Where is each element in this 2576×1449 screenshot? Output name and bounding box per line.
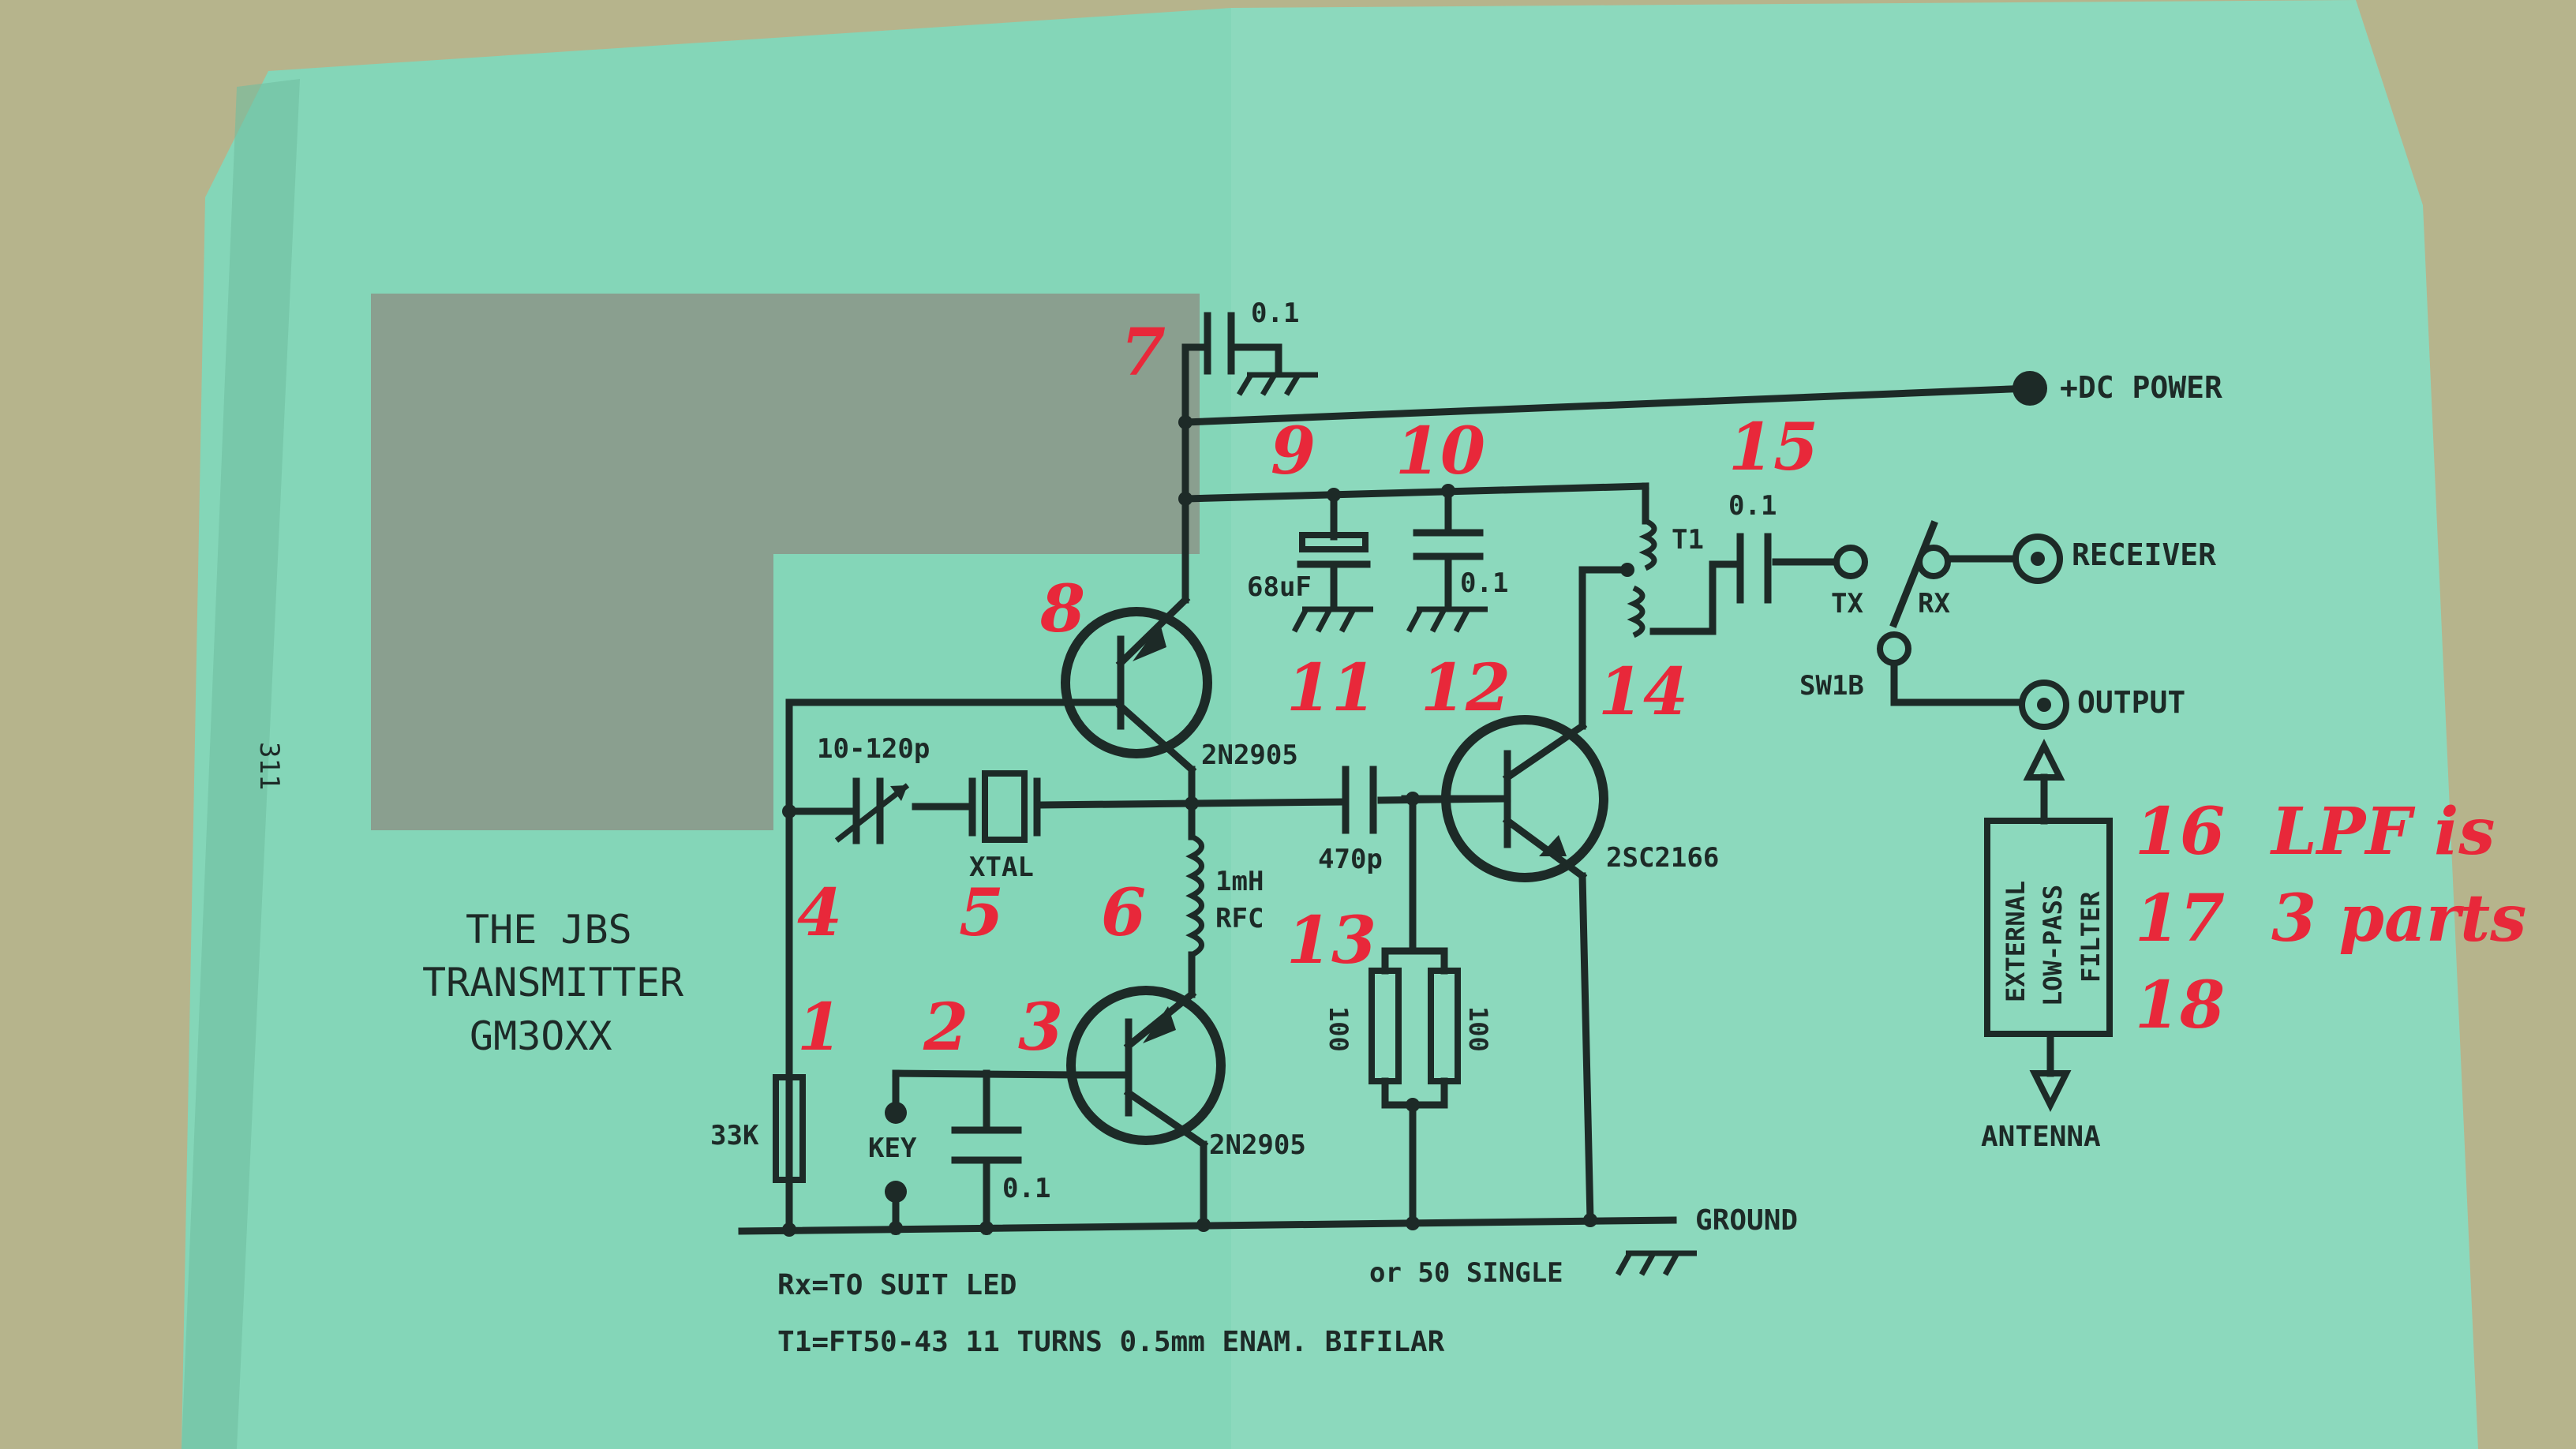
annotation-4: 4: [797, 875, 842, 951]
annotation-15: 15: [1728, 410, 1818, 485]
output-connector-pin: [2037, 698, 2051, 712]
annotation-3: 3: [1018, 990, 1063, 1065]
annotation-5: 5: [959, 875, 1004, 951]
lpf-arrow-up: [2023, 739, 2065, 781]
title-line-2: TRANSMITTER: [422, 960, 684, 1005]
lpf-arrow-down: [2029, 1070, 2072, 1112]
tx-terminal: [1833, 545, 1868, 579]
r-33k-label: 33K: [710, 1120, 759, 1151]
r-100a-label: 100: [1324, 1006, 1354, 1052]
rfc-label-1: 1mH: [1215, 866, 1264, 897]
c-470-label: 470p: [1318, 844, 1383, 875]
annotation-lpf-1: LPF is: [2270, 794, 2495, 870]
capacitor-68uf: [1291, 491, 1373, 633]
annotation-2: 2: [923, 990, 968, 1065]
lpf-line-2: LOW-PASS: [2038, 885, 2068, 1006]
dc-power-terminal: [2012, 371, 2047, 406]
redaction-box: [371, 294, 773, 830]
transistor-top: [1061, 594, 1212, 775]
annotation-14: 14: [1598, 654, 1688, 730]
title-line-1: THE JBS: [466, 907, 632, 953]
capacitor-top: [1181, 312, 1318, 396]
q-right-label: 2SC2166: [1606, 842, 1719, 874]
capacitor-15: [1736, 533, 1772, 604]
annotation-16: 16: [2135, 794, 2225, 870]
resistor-100a: [1368, 968, 1402, 1084]
resistor-100b: [1428, 968, 1461, 1084]
c-top-label: 0.1: [1251, 298, 1299, 329]
annotation-17: 17: [2135, 881, 2225, 957]
page-shadow: [182, 79, 300, 1449]
receiver-connector-pin: [2031, 552, 2045, 566]
annotation-6: 6: [1101, 875, 1146, 951]
transistor-right: [1440, 715, 1608, 882]
lpf-box: [1984, 818, 2113, 1037]
rx-label: RX: [1918, 588, 1950, 620]
rfc-label-2: RFC: [1215, 903, 1264, 934]
transistor-bottom: [1066, 986, 1226, 1150]
redaction-box-top: [773, 294, 1200, 554]
r-100b-label: 100: [1463, 1006, 1493, 1052]
key-terminal-top: [885, 1102, 907, 1124]
annotation-13: 13: [1286, 903, 1376, 979]
key-terminal-bottom: [885, 1181, 907, 1203]
output-label: OUTPUT: [2077, 685, 2185, 720]
dc-power-label: +DC POWER: [2060, 370, 2222, 405]
transformer-t1: [1627, 518, 1657, 638]
lpf-line-1: EXTERNAL: [2001, 881, 2031, 1002]
note-rx: Rx=TO SUIT LED: [777, 1269, 1017, 1301]
red-annotations: 1 2 3 4 5 6 7 8 9 10 11 12 13 14 15 16 1…: [797, 315, 2526, 1065]
lpf-line-3: FILTER: [2076, 891, 2106, 983]
annotation-10: 10: [1395, 414, 1485, 489]
note-t1: T1=FT50-43 11 TURNS 0.5mm ENAM. BIFILAR: [777, 1326, 1445, 1358]
rx-terminal: [1916, 545, 1951, 579]
crystal: [968, 770, 1041, 843]
annotation-7: 7: [1121, 315, 1166, 391]
page-number: 311: [253, 742, 285, 790]
junction-dots: [782, 415, 1634, 1237]
c-68uf-label: 68uF: [1247, 571, 1312, 603]
q-top-label: 2N2905: [1201, 739, 1298, 771]
title-line-3: GM3OXX: [470, 1013, 612, 1059]
rfc-inductor: [1185, 833, 1204, 958]
c-01b-label: 0.1: [1460, 567, 1508, 599]
switch-label: SW1B: [1799, 670, 1864, 702]
annotation-12: 12: [1421, 650, 1511, 726]
antenna-label: ANTENNA: [1981, 1121, 2101, 1153]
receiver-label: RECEIVER: [2072, 537, 2216, 572]
tx-label: TX: [1831, 588, 1863, 620]
trimmer-label: 10-120p: [817, 733, 930, 765]
key-label: KEY: [868, 1133, 917, 1164]
c-15-label: 0.1: [1728, 490, 1777, 522]
annotation-11: 11: [1286, 650, 1376, 726]
trimmer-capacitor: [834, 777, 910, 844]
capacitor-key: [951, 1126, 1022, 1164]
c-key-label: 0.1: [1002, 1173, 1050, 1204]
annotation-lpf-2: 3 parts: [2271, 881, 2526, 957]
t1-label: T1: [1672, 524, 1704, 556]
annotation-9: 9: [1271, 414, 1316, 489]
capacitor-470p: [1342, 766, 1377, 834]
annotation-18: 18: [2135, 968, 2225, 1043]
capacitor-0-1b: [1406, 487, 1488, 633]
annotation-1: 1: [797, 990, 842, 1065]
ground-symbol: [1615, 1250, 1697, 1276]
switch-pivot: [1877, 631, 1911, 666]
q-bottom-label: 2N2905: [1209, 1129, 1306, 1161]
resistor-33k: [773, 1074, 806, 1183]
ground-label: GROUND: [1695, 1204, 1798, 1237]
xtal-label: XTAL: [969, 852, 1034, 883]
single-label: or 50 SINGLE: [1369, 1257, 1563, 1289]
book-page-right: [1231, 0, 2478, 1449]
annotation-8: 8: [1039, 571, 1085, 647]
